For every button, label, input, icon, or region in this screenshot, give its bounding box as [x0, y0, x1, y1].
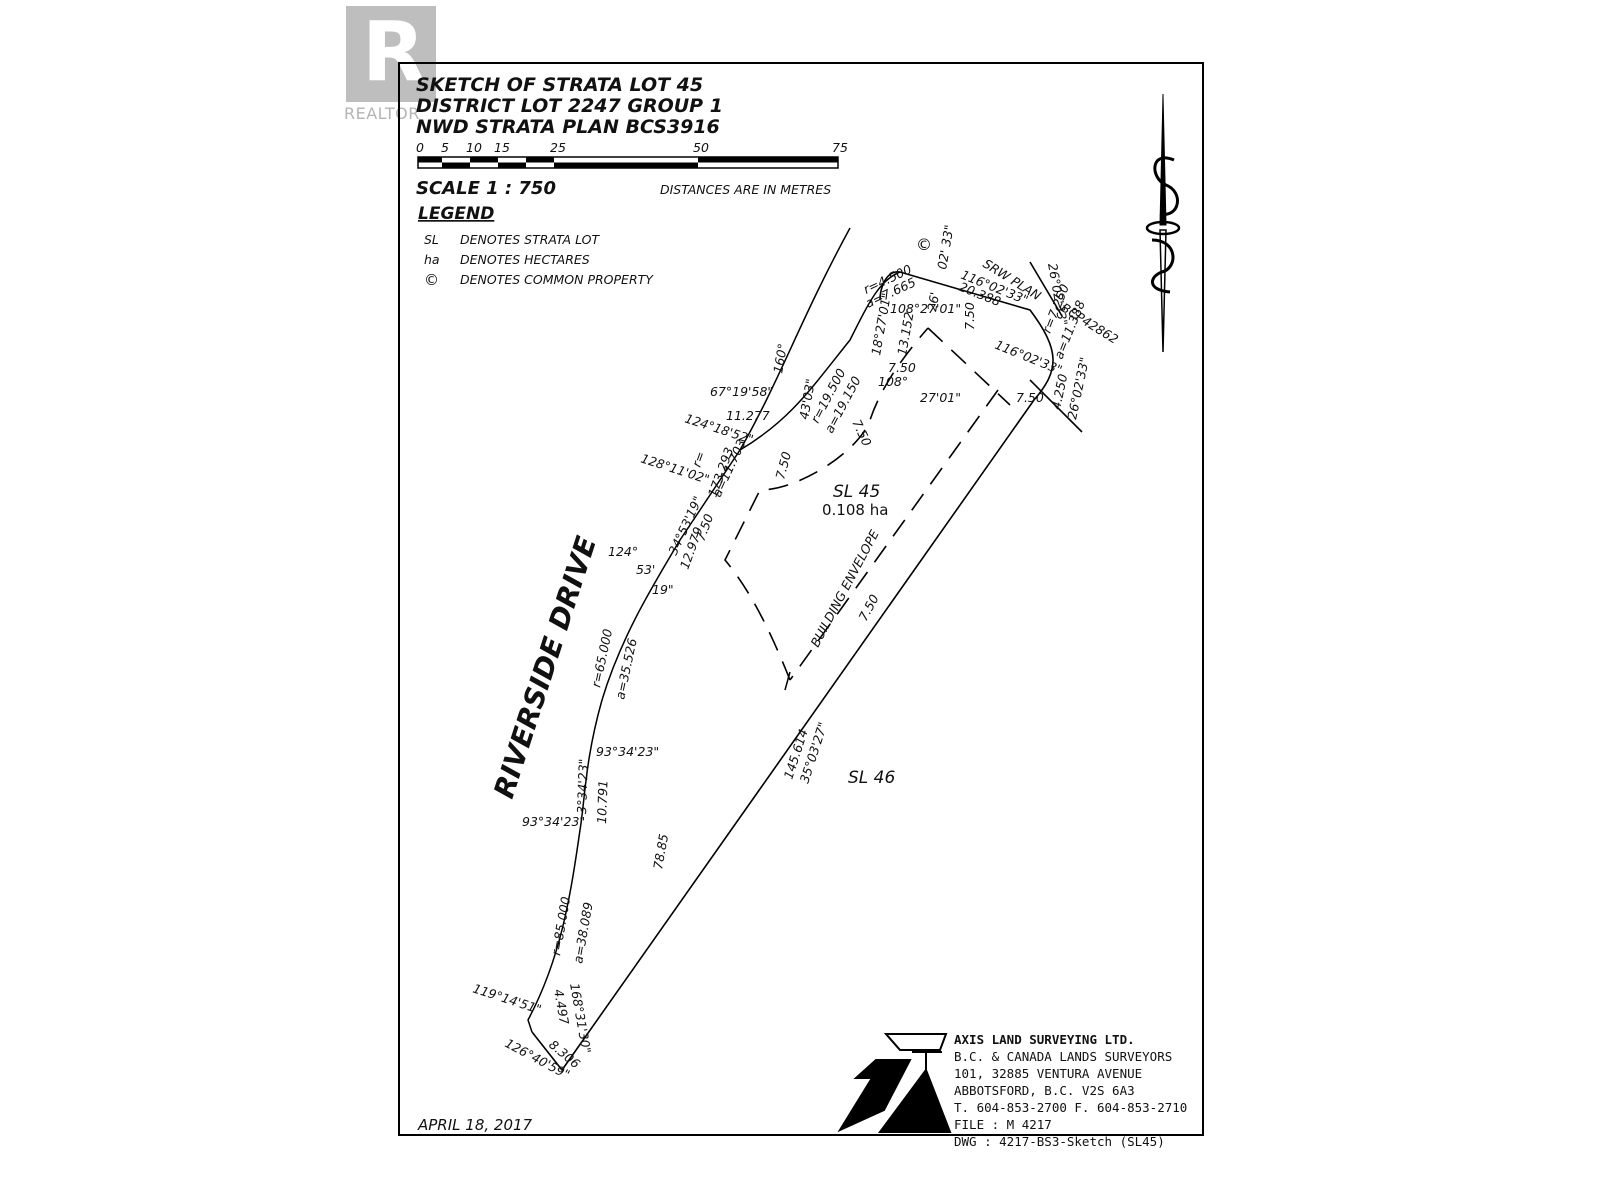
firm-dwg: DWG : 4217-BS3-Sketch (SL45) — [954, 1134, 1165, 1149]
scale-tick-25: 25 — [550, 140, 566, 155]
lot-boundary — [531, 261, 1083, 1072]
scale-tick-50: 50 — [693, 140, 709, 155]
dim-label: 7.50 — [962, 302, 977, 330]
dim-label: 7.50 — [855, 592, 881, 624]
scale-bar: 0 5 10 15 25 50 75 SCALE 1 : 750 DISTANC… — [416, 140, 848, 199]
dim-label: 78.85 — [650, 833, 671, 871]
dim-label: 7.50 — [888, 360, 916, 375]
scale-tick-10: 10 — [466, 140, 482, 155]
legend-symbol-ha: ha — [424, 252, 440, 267]
dim-label: 160° — [770, 342, 790, 374]
dim-label: 108°27'01" — [890, 301, 961, 316]
dim-label: 26°02'33" — [1064, 356, 1092, 421]
firm-name: AXIS LAND SURVEYING LTD. — [954, 1032, 1135, 1047]
north-arrow-icon — [1145, 93, 1181, 353]
dim-label: a=35.526 — [612, 637, 640, 701]
adjacent-lot-label: SL 46 — [848, 768, 895, 788]
axis-logo-icon — [837, 1033, 952, 1133]
dim-label: 119°14'51" — [471, 981, 543, 1017]
common-property-symbol: © — [916, 235, 932, 254]
legend-heading: LEGEND — [418, 204, 494, 224]
dim-label: 19" — [652, 582, 674, 597]
dim-label: 11.277 — [726, 408, 770, 423]
dim-label: 93°34'23" — [522, 814, 585, 829]
dim-label: 7.50 — [772, 450, 794, 481]
lot-area: 0.108 ha — [822, 501, 888, 519]
realtor-logo-icon — [346, 6, 436, 102]
dim-label: 43'03" — [796, 378, 818, 421]
dim-label: 108° — [878, 374, 908, 389]
legend-text-ha: DENOTES HECTARES — [460, 252, 590, 267]
title-line-2: DISTRICT LOT 2247 GROUP 1 — [416, 95, 723, 117]
legend-text-common: DENOTES COMMON PROPERTY — [460, 272, 654, 287]
dim-label: r= — [689, 449, 708, 469]
firm-line-3: ABBOTSFORD, B.C. V2S 6A3 — [954, 1083, 1135, 1098]
envelope-arrow — [784, 671, 791, 691]
realtor-watermark: R REALTOR — [344, 6, 438, 124]
dim-label: 4.250 — [1048, 372, 1070, 410]
title-line-3: NWD STRATA PLAN BCS3916 — [416, 116, 720, 138]
title-block: SKETCH OF STRATA LOT 45 DISTRICT LOT 224… — [416, 74, 723, 138]
dim-label: 4.497 — [551, 988, 572, 1026]
realtor-watermark-text: REALTOR — [344, 104, 420, 123]
firm-line-1: B.C. & CANADA LANDS SURVEYORS — [954, 1049, 1172, 1064]
title-line-1: SKETCH OF STRATA LOT 45 — [416, 74, 703, 96]
scale-tick-75: 75 — [832, 140, 848, 155]
dim-label: 67°19'58" — [710, 384, 773, 399]
scale-tick-0: 0 — [416, 140, 424, 155]
legend-symbol-sl: SL — [424, 232, 439, 247]
firm-line-2: 101, 32885 VENTURA AVENUE — [954, 1066, 1142, 1081]
plan-date: APRIL 18, 2017 — [417, 1116, 533, 1134]
legend-text-sl: DENOTES STRATA LOT — [460, 232, 600, 247]
dim-label: 124° — [608, 544, 638, 559]
lot-label: SL 45 — [833, 482, 880, 502]
dim-label: 53' — [636, 562, 655, 577]
legend-symbol-common: © — [424, 271, 439, 289]
units-note: DISTANCES ARE IN METRES — [660, 182, 831, 197]
legend: LEGEND SL DENOTES STRATA LOT ha DENOTES … — [418, 204, 654, 289]
scale-tick-5: 5 — [441, 140, 449, 155]
firm-file: FILE : M 4217 — [954, 1117, 1052, 1132]
dim-label: r=65.000 — [588, 627, 615, 688]
scale-label: SCALE 1 : 750 — [416, 178, 556, 199]
dim-label: r=85.000 — [548, 895, 573, 956]
plan-sheet — [398, 62, 1204, 1136]
firm-phone: T. 604-853-2700 F. 604-853-2710 — [954, 1100, 1187, 1115]
dim-label: 02' 33" — [934, 224, 957, 271]
dim-label: 27'01" — [920, 390, 961, 405]
dim-label: 7.50 — [1016, 390, 1044, 405]
realtor-logo-letter: R — [362, 5, 426, 100]
dim-label: 3°34'23" — [574, 758, 591, 814]
dim-label: 13.152 — [894, 311, 916, 357]
surveyor-block: AXIS LAND SURVEYING LTD. B.C. & CANADA L… — [954, 1032, 1187, 1149]
dim-label: 93°34'23" — [596, 744, 659, 759]
scale-tick-15: 15 — [494, 140, 510, 155]
dim-label: 26' — [924, 291, 942, 313]
building-envelope — [724, 327, 1011, 681]
dim-label: 10.791 — [594, 780, 611, 824]
dim-label: a=38.089 — [570, 901, 596, 965]
